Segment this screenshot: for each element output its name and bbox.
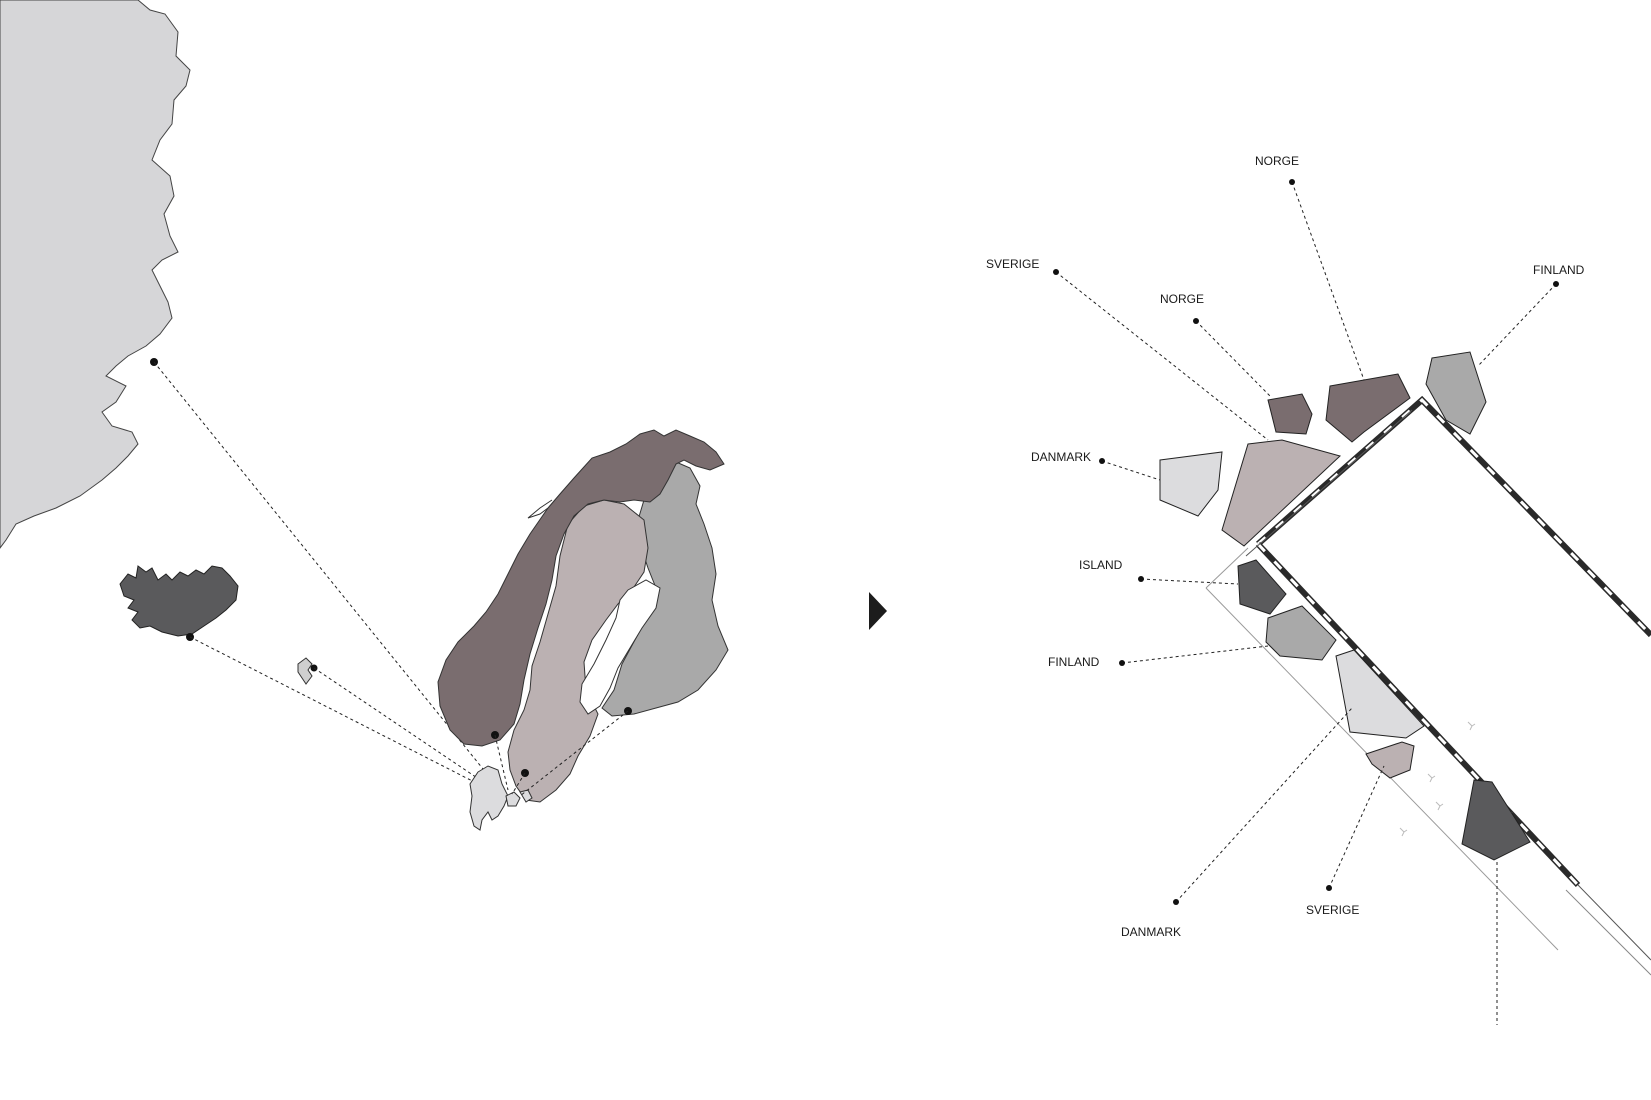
norway-shape <box>437 429 725 747</box>
iceland-leader <box>189 636 491 791</box>
denmark-islands <box>505 789 533 807</box>
label-finland-right: FINLAND <box>1533 263 1585 277</box>
plan-panel: NORGE FINLAND SVERIGE NORGE DANMARK ISLA… <box>986 154 1651 1025</box>
play-triangle-icon <box>869 592 887 630</box>
label-island: ISLAND <box>1079 558 1123 572</box>
faroe-shape <box>297 657 313 685</box>
norway-coast-detail <box>527 499 553 519</box>
sweden-leader <box>511 772 526 795</box>
label-danmark-bottom: DANMARK <box>1121 925 1181 939</box>
greenland-shape <box>0 0 191 549</box>
map-panel <box>0 0 729 831</box>
building-wall <box>1245 395 1651 976</box>
stone-island <box>1237 559 1287 615</box>
label-sverige-bottom: SVERIGE <box>1306 903 1359 917</box>
stone-finland-left <box>1265 605 1337 661</box>
label-norge-mid: NORGE <box>1160 292 1204 306</box>
label-norge-top: NORGE <box>1255 154 1299 168</box>
label-finland-left: FINLAND <box>1048 655 1100 669</box>
label-sverige-left: SVERIGE <box>986 257 1039 271</box>
label-dots <box>1053 179 1559 905</box>
stone-finland-top <box>1425 351 1487 435</box>
label-leaders <box>1055 181 1557 1025</box>
denmark-shape <box>469 765 509 831</box>
people-figures <box>1399 721 1476 837</box>
stone-dark-bottom <box>1461 779 1531 861</box>
label-danmark-left: DANMARK <box>1031 450 1091 464</box>
sweden-shape <box>507 499 649 803</box>
stone-norge-small <box>1267 393 1313 435</box>
stone-danmark-top <box>1159 451 1223 517</box>
gulf-of-bothnia <box>579 579 661 715</box>
stone-sverige-bottom <box>1365 741 1415 779</box>
ground-line-upper <box>1205 547 1249 589</box>
stone-danmark-bottom <box>1335 649 1425 739</box>
iceland-shape <box>119 565 239 637</box>
stone-norge-large <box>1325 373 1411 443</box>
faroe-leader <box>313 667 499 793</box>
finland-leader <box>519 710 629 797</box>
stone-sverige-top <box>1221 439 1341 547</box>
greenland-leader <box>153 361 501 791</box>
